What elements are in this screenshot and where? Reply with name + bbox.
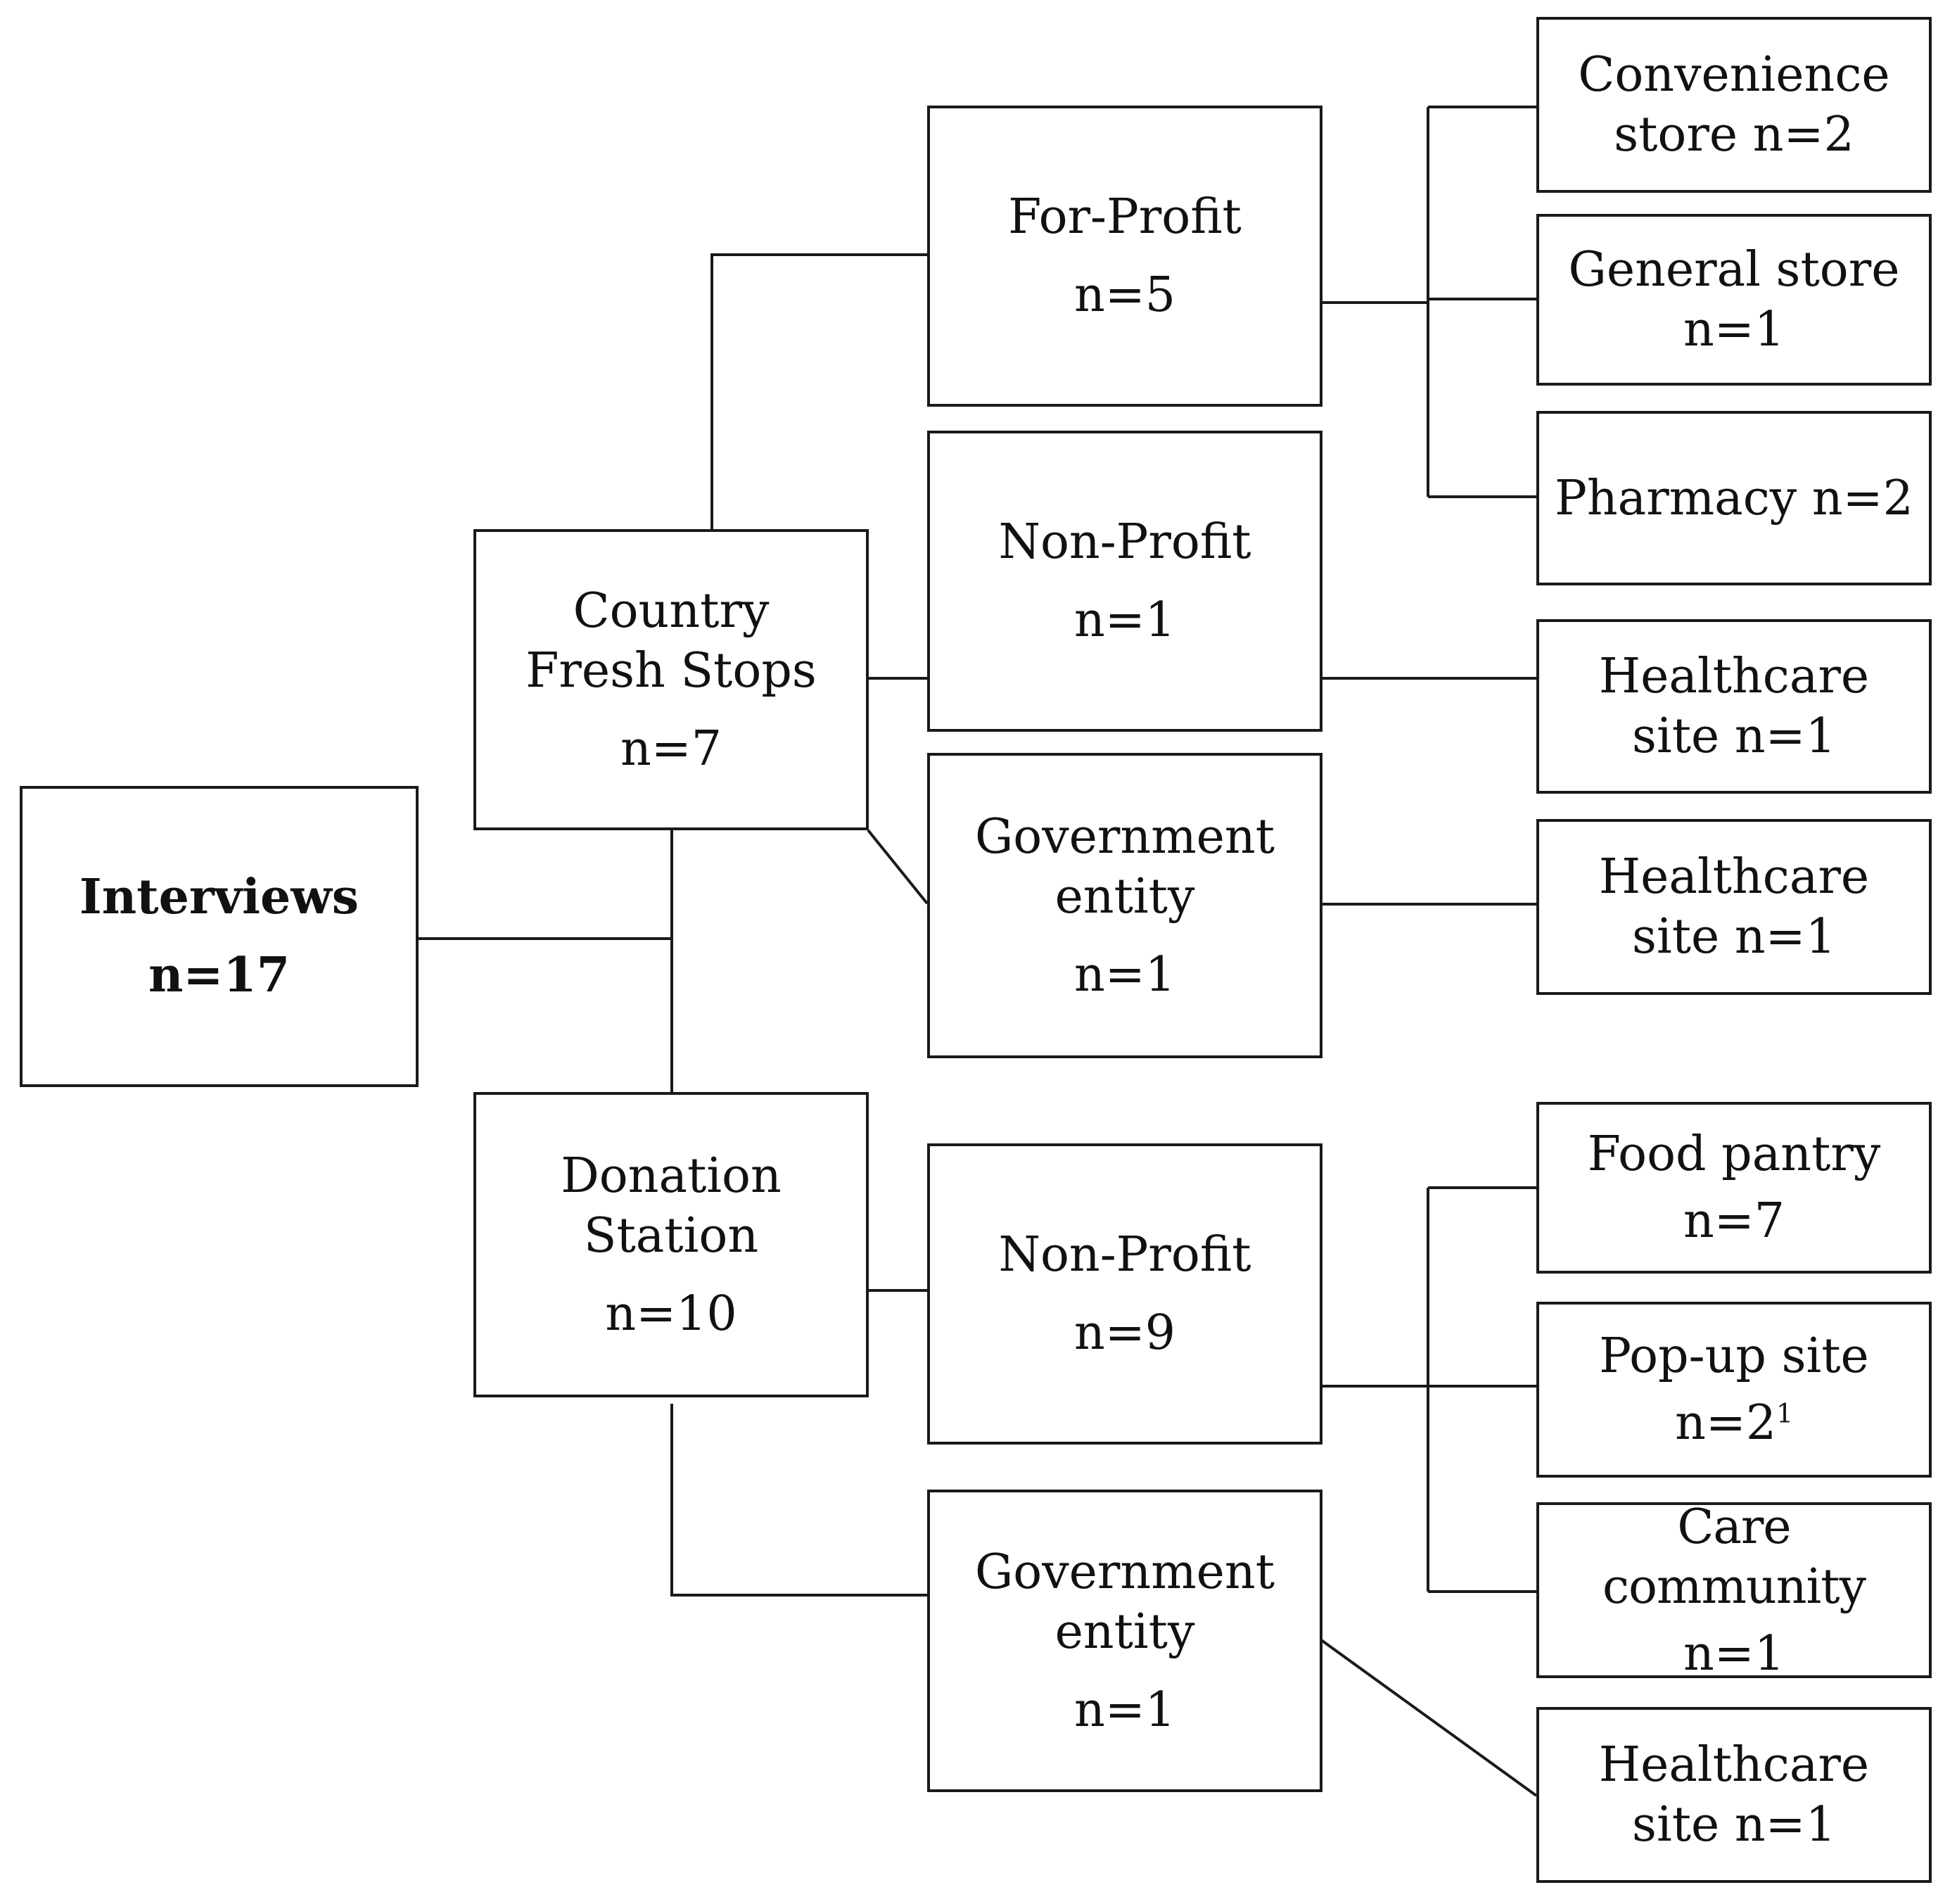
ds-non-profit-label: Non-Profit [998, 1227, 1251, 1283]
cfs-non-profit-label: Non-Profit [998, 514, 1251, 570]
cfs-gov-healthcare-box: Healthcare site n=1 [1536, 819, 1932, 995]
connector-cfs-for-profit [710, 253, 927, 529]
ds-government-count: n=1 [1073, 1682, 1176, 1738]
cfs-np-healthcare-label: Healthcare site n=1 [1598, 649, 1870, 764]
popup-site-label: Pop-up site [1599, 1328, 1869, 1384]
general-store-label: General store [1568, 242, 1900, 298]
general-store-box: General store n=1 [1536, 214, 1932, 386]
care-community-box: Care community n=1 [1536, 1499, 1932, 1682]
food-pantry-box: Food pantry n=7 [1536, 1102, 1932, 1274]
convenience-store-label: Convenience store n=2 [1578, 47, 1890, 163]
connector-cfs-government [867, 829, 929, 905]
interviews-count: n=17 [148, 947, 291, 1003]
pharmacy-label: Pharmacy n=2 [1555, 470, 1913, 526]
ds-government-box: Government entity n=1 [927, 1490, 1322, 1792]
country-fresh-stops-count: n=7 [620, 721, 722, 777]
cfs-gov-healthcare-label: Healthcare site n=1 [1598, 849, 1870, 965]
country-fresh-stops-label: Country Fresh Stops [525, 583, 817, 699]
ds-gov-healthcare-label: Healthcare site n=1 [1598, 1737, 1870, 1853]
donation-station-label: Donation Station [561, 1148, 782, 1264]
popup-site-footnote: 1 [1776, 1397, 1793, 1429]
care-community-count: n=1 [1683, 1625, 1785, 1682]
ds-gov-healthcare-box: Healthcare site n=1 [1536, 1707, 1932, 1883]
food-pantry-label: Food pantry [1587, 1126, 1881, 1182]
country-fresh-stops-box: Country Fresh Stops n=7 [473, 529, 869, 830]
convenience-store-box: Convenience store n=2 [1536, 17, 1932, 193]
food-pantry-count: n=7 [1683, 1193, 1785, 1249]
connector-ds-gov-healthcare [1319, 1638, 1538, 1797]
ds-government-label: Government entity [974, 1544, 1275, 1660]
cfs-government-box: Government entity n=1 [927, 753, 1322, 1058]
cfs-for-profit-box: For-Profit n=5 [927, 106, 1322, 407]
cfs-non-profit-count: n=1 [1073, 592, 1176, 648]
general-store-count: n=1 [1683, 302, 1785, 357]
popup-site-count: n=21 [1675, 1393, 1793, 1453]
cfs-np-healthcare-box: Healthcare site n=1 [1536, 619, 1932, 794]
cfs-non-profit-box: Non-Profit n=1 [927, 431, 1322, 732]
cfs-government-count: n=1 [1073, 946, 1176, 1003]
ds-non-profit-count: n=9 [1073, 1305, 1176, 1361]
cfs-government-label: Government entity [974, 808, 1275, 925]
pharmacy-box: Pharmacy n=2 [1536, 411, 1932, 585]
ds-non-profit-box: Non-Profit n=9 [927, 1143, 1322, 1445]
interviews-box: Interviews n=17 [20, 786, 419, 1087]
donation-station-box: Donation Station n=10 [473, 1092, 869, 1397]
cfs-for-profit-label: For-Profit [1008, 189, 1242, 245]
connector-ds-government [670, 1404, 927, 1597]
cfs-for-profit-count: n=5 [1073, 267, 1176, 323]
donation-station-count: n=10 [605, 1286, 737, 1342]
care-community-label: Care community [1602, 1499, 1866, 1615]
popup-site-box: Pop-up site n=21 [1536, 1302, 1932, 1478]
popup-site-count-value: n=2 [1675, 1395, 1777, 1451]
interviews-label: Interviews [79, 869, 359, 925]
